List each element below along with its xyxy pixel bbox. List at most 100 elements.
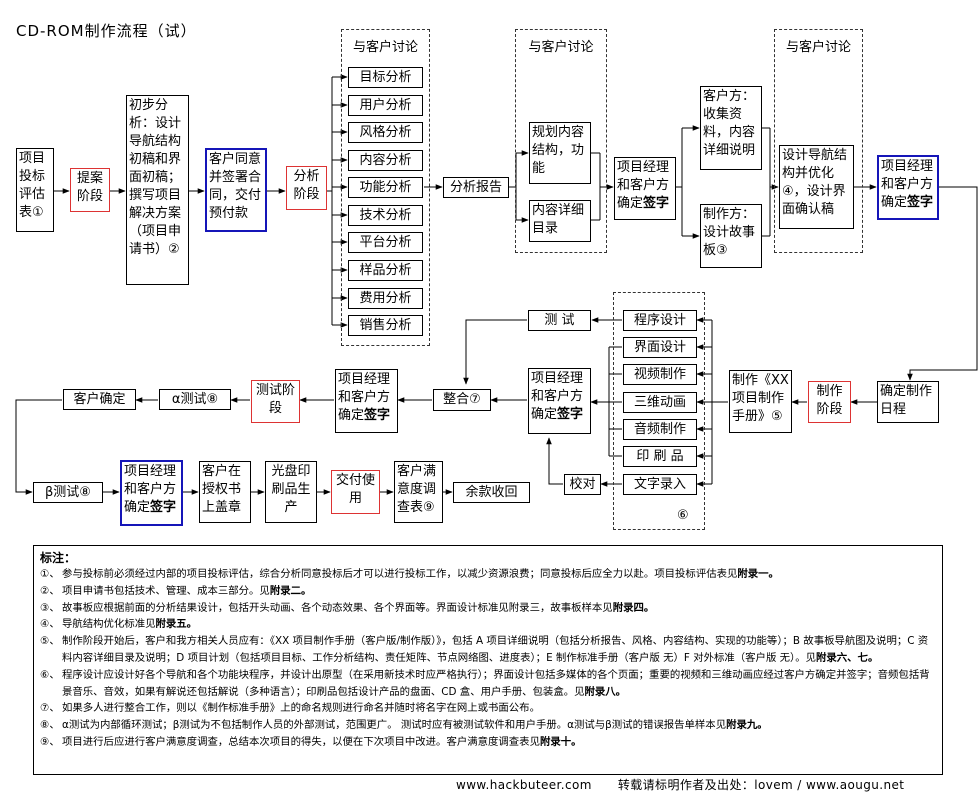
schedule-node: 确定制作日程 [877, 381, 939, 423]
note-item: ②、项目申请书包括技术、管理、成本三部分。见附录二。 [40, 583, 936, 600]
deliver-node: 交付使用 [331, 470, 380, 514]
note-item: ④、导航结构优化标准见附录五。 [40, 616, 936, 633]
discussion-group-3 [774, 29, 863, 253]
note-number: ⑤、 [40, 635, 60, 648]
note-number: ①、 [40, 568, 60, 580]
nav-design-node: 设计导航结构并优化④，设计界面确认稿 [779, 145, 854, 229]
production-item: 视频制作 [623, 364, 697, 385]
production-item: 界面设计 [623, 337, 697, 358]
production-item: 文字录入 [623, 474, 697, 495]
analysis-item: 目标分析 [348, 67, 423, 88]
analysis-item: 用户分析 [348, 95, 423, 116]
note-number: ⑧、 [40, 719, 60, 732]
note-body: 项目进行后应进行客户满意度调查，总结本次项目的得失，以便在下次项目中改进。客户满… [62, 735, 540, 748]
discussion-label-2: 与客户讨论 [528, 40, 594, 55]
page-title: CD-ROM制作流程（试） [16, 22, 197, 40]
note-appendix-ref: 附录一。 [737, 568, 779, 580]
pm-sign-node-3: 项目经理和客户方确定签字 [528, 368, 591, 434]
note-body: α测试为内部循环测试；β测试为不包括制作人员的外部测试，范围更广。 测试时应有被… [62, 719, 727, 732]
note-text: 项目申请书包括技术、管理、成本三部分。见附录二。 [62, 583, 936, 600]
eval-form-node: 项目投标评估表① [16, 148, 54, 232]
analysis-item: 样品分析 [348, 260, 423, 281]
discussion-label-3: 与客户讨论 [785, 40, 851, 55]
analysis-item: 风格分析 [348, 122, 423, 143]
production-note-marker: ⑥ [677, 508, 689, 523]
production-item: 三维动画 [623, 392, 697, 413]
production-item: 印 刷 品 [623, 446, 697, 467]
client-side-node: 客户方：收集资料，内容详细说明 [700, 86, 762, 170]
note-text: 如果多人进行整合工作，则以《制作标准手册》上的命名规则进行命名并随时将名字在网上… [62, 700, 936, 717]
discussion-group-1 [341, 29, 430, 346]
discussion-group-2 [515, 29, 607, 253]
xx-manual-node: 制作《XX项目制作手册》⑤ [729, 370, 792, 433]
note-item: ⑧、α测试为内部循环测试；β测试为不包括制作人员的外部测试，范围更广。 测试时应… [40, 717, 936, 734]
analysis-stage-node: 分析阶段 [286, 166, 327, 210]
proof-node: 校对 [564, 474, 601, 495]
note-text: 项目进行后应进行客户满意度调查，总结本次项目的得失，以便在下次项目中改进。客户满… [62, 734, 936, 751]
disc-production-node: 光盘印刷品生产 [265, 461, 317, 523]
contract-node: 客户同意并签署合同，交付预付款 [205, 148, 267, 232]
alpha-test-node: α测试⑧ [159, 389, 231, 410]
note-text: 程序设计应设计好各个导航和各个功能块程序，并设计出原型（在采用新技术时应严格执行… [62, 667, 936, 701]
pm-sign-node-5: 项目经理和客户方确定签字 [120, 460, 183, 526]
note-item: ①、参与投标前必须经过内部的项目投标评估，综合分析同意投标后才可以进行投标工作，… [40, 566, 936, 583]
note-item: ⑥、程序设计应设计好各个导航和各个功能块程序，并设计出原型（在采用新技术时应严格… [40, 667, 936, 701]
maker-side-node: 制作方：设计故事板③ [700, 204, 762, 268]
analysis-item: 销售分析 [348, 315, 423, 336]
note-number: ②、 [40, 584, 60, 597]
note-body: 制作阶段开始后，客户和我方相关人员应有：《XX 项目制作手册（客户版/制作版）》… [62, 635, 929, 664]
test-node: 测 试 [528, 310, 591, 331]
bid-stage-node: 提案阶段 [70, 168, 110, 212]
note-number: ⑥、 [40, 668, 60, 681]
note-item: ③、故事板应根据前面的分析结果设计，包括开头动画、各个动态效果、各个界面等。界面… [40, 600, 936, 617]
client-confirm-node: 客户确定 [63, 389, 136, 410]
production-item: 音频制作 [623, 419, 697, 440]
footer-site: www.hackbuteer.com [456, 778, 592, 792]
note-text: 制作阶段开始后，客户和我方相关人员应有：《XX 项目制作手册（客户版/制作版）》… [62, 633, 936, 667]
analysis-item: 技术分析 [348, 205, 423, 226]
note-body: 如果多人进行整合工作，则以《制作标准手册》上的命名规则进行命名并随时将名字在网上… [62, 702, 540, 715]
production-group [613, 292, 705, 530]
footer: www.hackbuteer.com 转载请标明作者及出处：lovem / www… [456, 776, 930, 793]
note-appendix-ref: 附录二。 [269, 584, 312, 597]
notes-list: ①、参与投标前必须经过内部的项目投标评估，综合分析同意投标后才可以进行投标工作，… [40, 566, 936, 751]
analysis-item: 平台分析 [348, 232, 423, 253]
analysis-item: 费用分析 [348, 288, 423, 309]
notes-panel: 标注： ①、参与投标前必须经过内部的项目投标评估，综合分析同意投标后才可以进行投… [33, 545, 943, 775]
analysis-item: 内容分析 [348, 150, 423, 171]
make-stage-node: 制作阶段 [808, 381, 851, 423]
license-node: 客户在授权书上盖章 [199, 461, 251, 523]
beta-test-node: β测试⑧ [33, 482, 103, 503]
proposal-node: 初步分析：设计导航结构初稿和界面初稿；撰写项目解决方案（项目申请书）② [126, 95, 189, 285]
note-appendix-ref: 附录九。 [726, 719, 768, 732]
note-number: ⑦、 [40, 702, 60, 715]
note-number: ⑨、 [40, 735, 60, 748]
note-item: ⑦、如果多人进行整合工作，则以《制作标准手册》上的命名规则进行命名并随时将名字在… [40, 700, 936, 717]
note-text: 故事板应根据前面的分析结果设计，包括开头动画、各个动态效果、各个界面等。界面设计… [62, 600, 936, 617]
footer-credit: 转载请标明作者及出处：lovem / www.aougu.net [617, 778, 905, 792]
note-text: 导航结构优化标准见附录五。 [62, 616, 936, 633]
analysis-item: 功能分析 [348, 177, 423, 198]
note-body: 故事板应根据前面的分析结果设计，包括开头动画、各个动态效果、各个界面等。界面设计… [62, 601, 613, 614]
note-body: 参与投标前必须经过内部的项目投标评估，综合分析同意投标后才可以进行投标工作，以减… [62, 568, 738, 580]
pm-sign-node-1: 项目经理和客户方确定签字 [614, 157, 676, 220]
pm-sign-node-4: 项目经理和客户方确定签字 [335, 369, 398, 433]
test-stage-node: 测试阶段 [251, 380, 300, 423]
analysis-report-node: 分析报告 [443, 177, 509, 198]
note-appendix-ref: 附录四。 [612, 601, 655, 614]
note-item: ⑨、项目进行后应进行客户满意度调查，总结本次项目的得失，以便在下次项目中改进。客… [40, 734, 936, 751]
note-appendix-ref: 附录十。 [539, 735, 582, 748]
balance-node: 余款收回 [453, 482, 530, 503]
note-number: ④、 [40, 618, 60, 631]
discussion-label-1: 与客户讨论 [352, 40, 418, 55]
note-item: ⑤、制作阶段开始后，客户和我方相关人员应有：《XX 项目制作手册（客户版/制作版… [40, 633, 936, 667]
note-text: α测试为内部循环测试；β测试为不包括制作人员的外部测试，范围更广。 测试时应有被… [62, 717, 936, 734]
content-toc-node: 内容详细目录 [529, 200, 591, 242]
pm-sign-node-2: 项目经理和客户方确定签字 [877, 155, 939, 220]
note-appendix-ref: 附录八。 [584, 685, 627, 698]
survey-node: 客户满意度调查表⑨ [394, 461, 443, 523]
note-body: 程序设计应设计好各个导航和各个功能块程序，并设计出原型（在采用新技术时应严格执行… [62, 668, 930, 698]
note-number: ③、 [40, 601, 60, 614]
